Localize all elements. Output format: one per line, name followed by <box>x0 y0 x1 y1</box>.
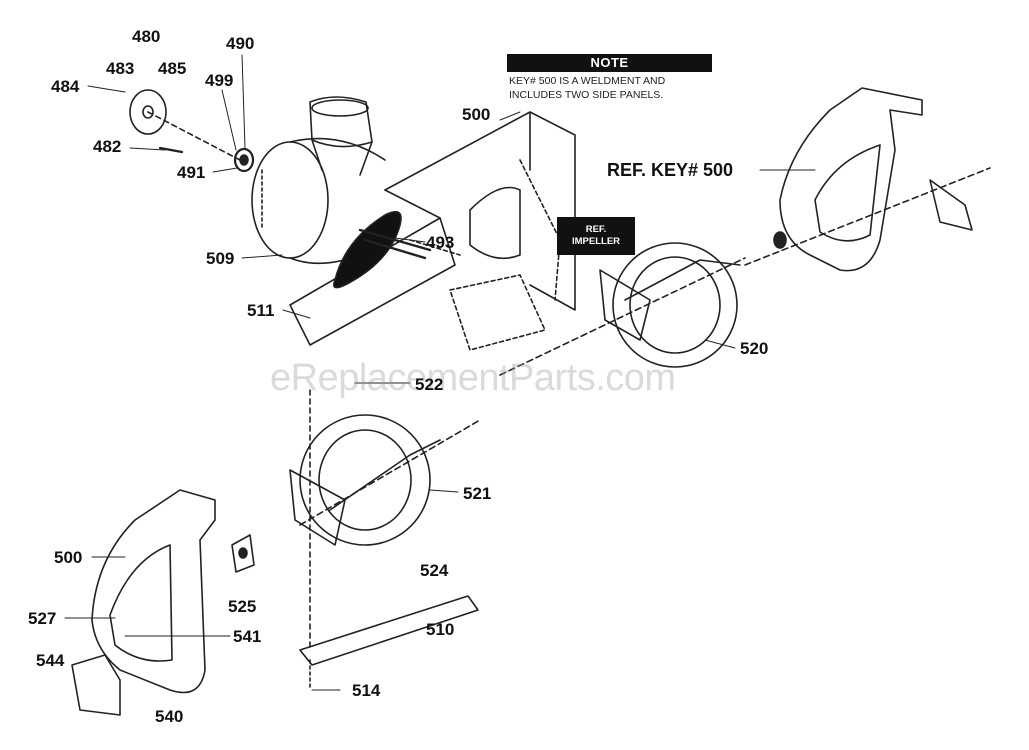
part-label-525: 525 <box>228 597 257 616</box>
note-title: NOTE <box>507 54 712 72</box>
deflector-base-parts <box>129 89 255 173</box>
part-label-484: 484 <box>51 77 80 96</box>
watermark: eReplacementParts.com <box>270 357 676 399</box>
note-line-2: INCLUDES TWO SIDE PANELS. <box>509 89 664 101</box>
part-label-514: 514 <box>352 681 381 700</box>
part-label-482: 482 <box>93 137 122 156</box>
part-label-483: 483 <box>106 59 135 78</box>
part-label-490: 490 <box>226 34 255 53</box>
part-label-485: 485 <box>158 59 187 78</box>
auger-housing <box>251 96 576 351</box>
part-label-521: 521 <box>463 484 492 503</box>
ref-impeller-tag: REF. IMPELLER <box>557 217 635 255</box>
note-line-1: KEY# 500 IS A WELDMENT AND <box>509 75 666 87</box>
part-label-480: 480 <box>132 27 161 46</box>
ref-impeller-line-2: IMPELLER <box>571 236 621 247</box>
part-label-527: 527 <box>28 609 57 628</box>
ref-side-panel <box>744 87 991 272</box>
leader-lines <box>64 54 816 691</box>
part-label-540: 540 <box>155 707 184 726</box>
auger-521 <box>289 414 481 546</box>
part-label-544: 544 <box>36 651 65 670</box>
part-label-500-bottom: 500 <box>54 548 83 567</box>
side-panel-500 <box>71 489 255 716</box>
part-label-524: 524 <box>420 561 449 580</box>
part-label-493: 493 <box>426 233 455 252</box>
part-label-522: 522 <box>415 375 444 394</box>
part-label-491: 491 <box>177 163 206 182</box>
auger-520 <box>499 242 746 376</box>
part-label-509: 509 <box>206 249 235 268</box>
part-label-541: 541 <box>233 627 262 646</box>
ref-impeller-line-1: REF. <box>585 224 607 235</box>
part-label-510: 510 <box>426 620 455 639</box>
part-label-520: 520 <box>740 339 769 358</box>
part-label-511: 511 <box>247 301 275 320</box>
shave-plate <box>299 389 479 691</box>
part-label-500-top: 500 <box>462 105 491 124</box>
part-label-499: 499 <box>205 71 234 90</box>
ref-key-label: REF. KEY# 500 <box>607 160 734 180</box>
note-box: NOTE KEY# 500 IS A WELDMENT AND INCLUDES… <box>507 54 712 102</box>
